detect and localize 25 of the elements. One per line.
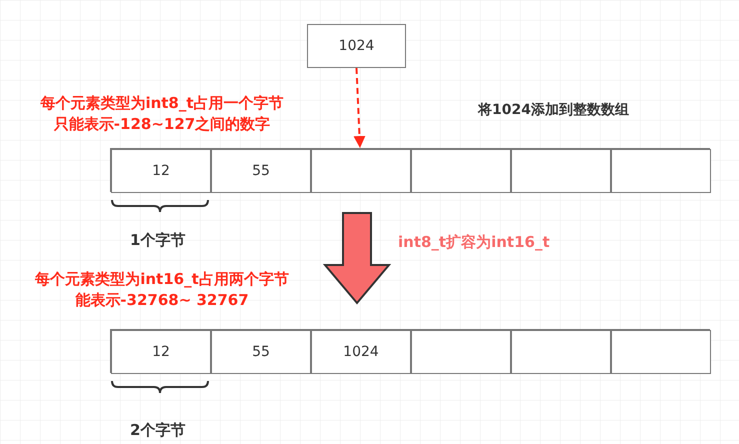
array-cell <box>511 330 611 374</box>
note: 能表示-32768~ 32767 <box>74 290 250 310</box>
caption: 将1024添加到整数数组 <box>478 101 629 120</box>
note: 每个元素类型为int8_t占用一个字节 <box>39 93 285 113</box>
array-cell: 1024 <box>311 330 411 374</box>
array-cell <box>511 149 611 193</box>
array-cell: 12 <box>111 149 211 193</box>
array-cell <box>311 149 411 193</box>
note: 只能表示-128~127之间的数字 <box>52 114 272 134</box>
value-box: 1024 <box>307 24 406 68</box>
array-cell <box>411 149 511 193</box>
array-row <box>110 329 710 373</box>
note: 每个元素类型为int16_t占用两个字节 <box>34 269 290 289</box>
edge-label: int8_t扩容为int16_t <box>398 233 550 252</box>
array-cell: 12 <box>111 330 211 374</box>
array-cell: 55 <box>211 330 311 374</box>
arrow <box>353 68 366 148</box>
array-cell <box>411 330 511 374</box>
brace-label: 2个字节 <box>130 420 186 440</box>
array-cell <box>611 330 711 374</box>
array-row <box>110 148 710 192</box>
array-cell: 55 <box>211 149 311 193</box>
block-arrow <box>322 212 392 305</box>
brace-label: 1个字节 <box>130 230 186 250</box>
array-cell <box>611 149 711 193</box>
